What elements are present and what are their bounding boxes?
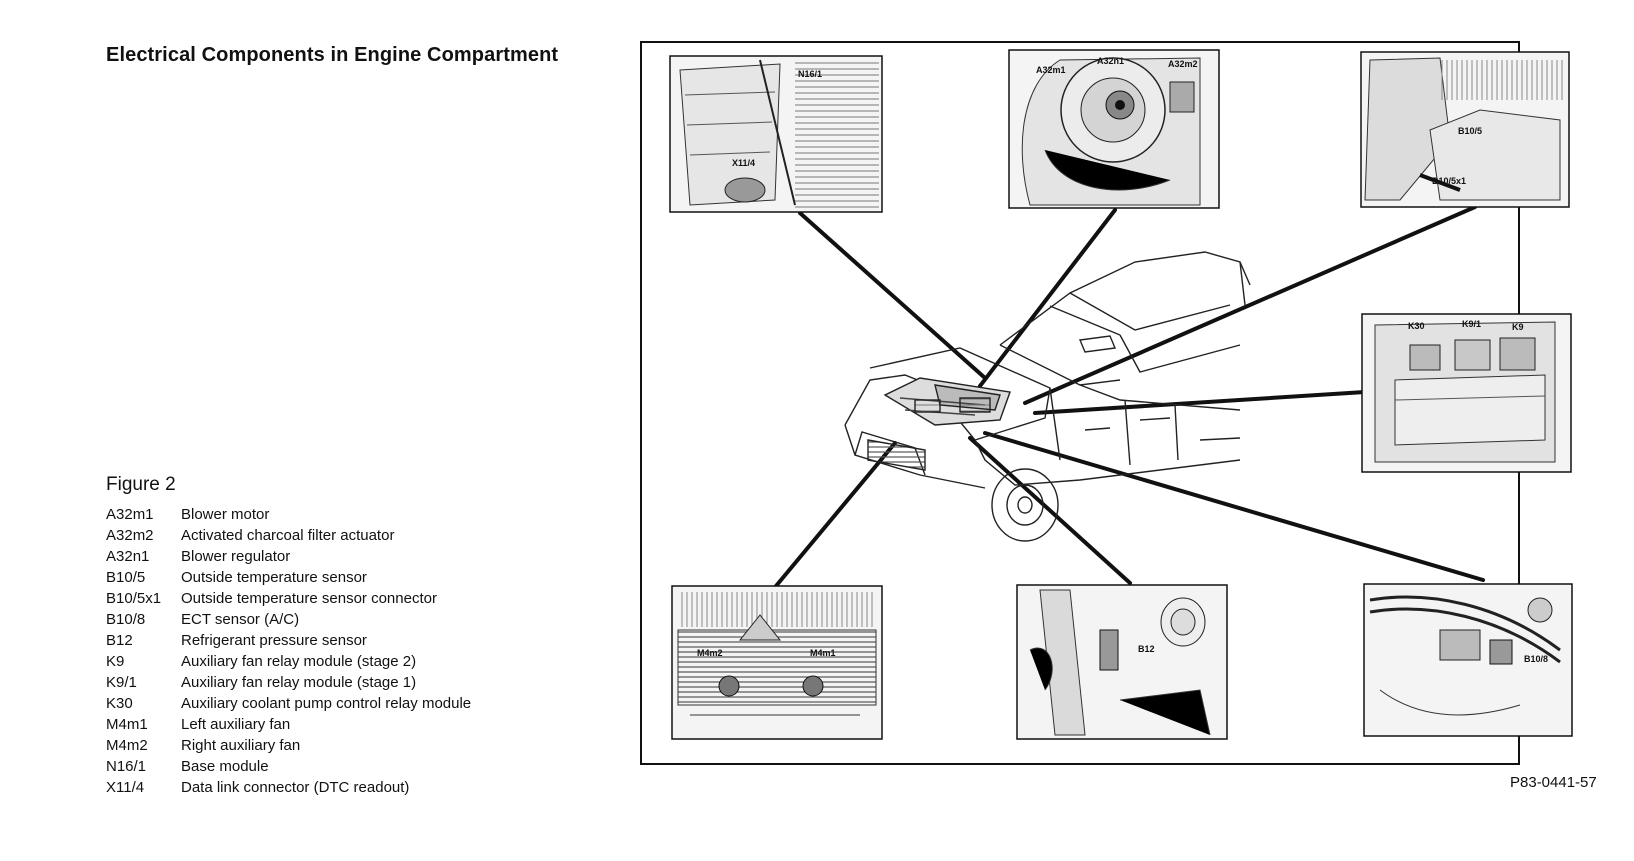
legend-desc: Left auxiliary fan — [181, 716, 291, 733]
legend-item: A32m1 Blower motor — [106, 504, 471, 525]
legend-code: B12 — [106, 632, 133, 649]
legend-code: A32n1 — [106, 548, 150, 565]
legend-item: B10/5 Outside temperature sensor — [106, 567, 471, 588]
legend-desc: Outside temperature sensor connector — [181, 590, 437, 607]
inset-relay-modules: K30 K9/1 K9 — [1361, 313, 1572, 473]
legend-code: K30 — [106, 695, 133, 712]
inset-ect-sensor: B10/8 — [1363, 583, 1573, 737]
callout-b10-5: B10/5 — [1458, 126, 1482, 136]
leader-line-b10-5 — [1023, 205, 1477, 405]
legend-code: A32m2 — [106, 527, 154, 544]
legend-code: K9 — [106, 653, 125, 670]
leader-line-a32 — [978, 208, 1117, 388]
leader-lines — [774, 205, 1485, 588]
callout-k9: K9 — [1512, 322, 1524, 332]
callout-b10-5x1: B10/5x1 — [1432, 176, 1466, 186]
legend-code: A32m1 — [106, 506, 154, 523]
legend-item: B10/8 ECT sensor (A/C) — [106, 609, 471, 630]
legend-desc: Blower motor — [181, 506, 270, 523]
callout-x11-4: X11/4 — [732, 158, 755, 168]
legend-desc: Auxiliary fan relay module (stage 2) — [181, 653, 417, 670]
legend-code: X11/4 — [106, 779, 145, 796]
inset-outside-temp-sensor: B10/5 B10/5x1 — [1360, 51, 1570, 208]
legend-item: K9 Auxiliary fan relay module (stage 2) — [106, 651, 471, 672]
legend-desc: Right auxiliary fan — [181, 737, 301, 754]
callout-b10-8: B10/8 — [1524, 654, 1548, 664]
legend-code: M4m1 — [106, 716, 148, 733]
callout-a32m1: A32m1 — [1036, 65, 1066, 75]
legend-code: N16/1 — [106, 758, 147, 775]
legend-desc: Data link connector (DTC readout) — [181, 779, 410, 796]
legend-list: A32m1 Blower motor A32m2 Activated charcoa… — [106, 504, 471, 798]
legend-item: A32m2 Activated charcoal filter actuator — [106, 525, 471, 546]
callout-m4m1: M4m1 — [810, 648, 836, 658]
legend-code: B10/8 — [106, 611, 146, 628]
legend-item: X11/4 Data link connector (DTC readout) — [106, 777, 471, 798]
leader-line-k30 — [1033, 390, 1367, 415]
legend-item: M4m2 Right auxiliary fan — [106, 735, 471, 756]
inset-blower: A32m1 A32n1 A32m2 — [1008, 49, 1220, 209]
legend-item: M4m1 Left auxiliary fan — [106, 714, 471, 735]
legend-desc: ECT sensor (A/C) — [181, 611, 300, 628]
leader-line-b10-8 — [983, 431, 1485, 582]
legend-desc: Base module — [181, 758, 269, 775]
legend-item: N16/1 Base module — [106, 756, 471, 777]
legend-desc: Auxiliary coolant pump control relay mod… — [181, 695, 472, 712]
inset-auxiliary-fans: M4m2 M4m1 — [671, 585, 883, 740]
legend-item: B10/5x1 Outside temperature sensor connec… — [106, 588, 471, 609]
legend-desc: Refrigerant pressure sensor — [181, 632, 367, 649]
figure-label: Figure 2 — [106, 474, 176, 495]
legend-code: B10/5x1 — [106, 590, 162, 607]
legend-desc: Activated charcoal filter actuator — [181, 527, 395, 544]
engine-bay-drawing — [867, 377, 1011, 471]
legend-desc: Auxiliary fan relay module (stage 1) — [181, 674, 417, 691]
legend-code: M4m2 — [106, 737, 148, 754]
callout-m4m2: M4m2 — [697, 648, 723, 658]
inset-refrigerant-sensor: B12 — [1016, 584, 1228, 740]
page-title: Electrical Components in Engine Compartm… — [106, 44, 559, 66]
legend-code: B10/5 — [106, 569, 146, 586]
callout-a32m2: A32m2 — [1168, 59, 1198, 69]
legend-code: K9/1 — [106, 674, 137, 691]
callout-k30: K30 — [1408, 321, 1425, 331]
callout-a32n1: A32n1 — [1097, 56, 1124, 66]
legend-desc: Blower regulator — [181, 548, 291, 565]
legend-item: A32n1 Blower regulator — [106, 546, 471, 567]
leader-line-m4 — [774, 441, 897, 588]
legend-desc: Outside temperature sensor — [181, 569, 367, 586]
car-drawing — [844, 251, 1251, 542]
callout-b12: B12 — [1138, 644, 1155, 654]
reference-code: P83-0441-57 — [1510, 774, 1597, 791]
legend-item: B12 Refrigerant pressure sensor — [106, 630, 471, 651]
leader-line-n16-1 — [798, 211, 987, 380]
inset-base-module: N16/1 X11/4 — [669, 55, 883, 213]
leader-line-b12 — [968, 436, 1132, 585]
legend-item: K30 Auxiliary coolant pump control relay … — [106, 693, 471, 714]
callout-n16-1: N16/1 — [798, 69, 822, 79]
callout-k9-1: K9/1 — [1462, 319, 1481, 329]
legend-item: K9/1 Auxiliary fan relay module (stage 1) — [106, 672, 471, 693]
